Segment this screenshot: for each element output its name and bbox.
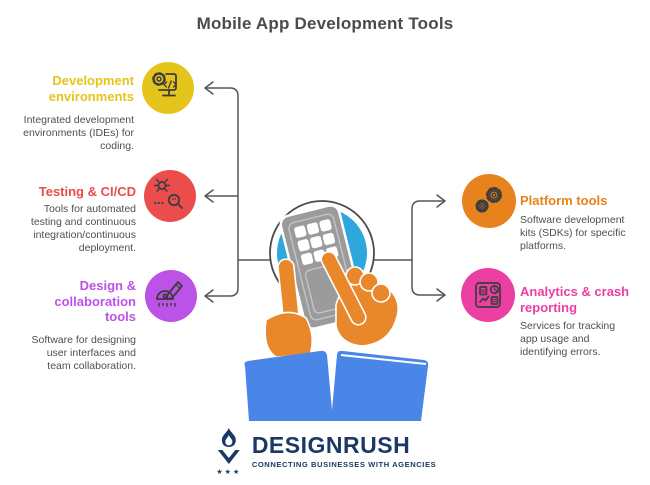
desc-development-environments: Integrated development environments (IDE… <box>23 114 134 152</box>
designrush-flame-icon: ★★★ <box>216 428 241 475</box>
connector-right-top <box>411 200 445 261</box>
gears-icon <box>475 187 502 213</box>
logo-tagline: CONNECTING BUSINESSES WITH AGENCIES <box>251 459 437 469</box>
arrowhead-right-bottom <box>436 288 446 302</box>
heading-testing-cicd: Testing & CI/CD <box>38 184 136 199</box>
connector-left-top <box>205 87 239 261</box>
phone-app-grid <box>294 219 339 266</box>
logo-name: DESIGNRUSH <box>251 431 411 458</box>
arrowhead-right-top <box>436 194 446 208</box>
connector-left-bottom <box>205 259 239 297</box>
badge-analytics-crash-reporting <box>461 268 515 322</box>
protractor-pencil-icon <box>156 281 183 307</box>
left-sleeve <box>244 350 333 421</box>
right-hand <box>320 251 400 347</box>
logo-text: DESIGNRUSH CONNECTING BUSINESSES WITH AG… <box>251 431 437 469</box>
hands-holding-phone-illustration <box>244 200 429 421</box>
heading-analytics-crash-reporting: Analytics & crash reporting <box>520 284 630 315</box>
heading-development-environments: Development environments <box>48 73 134 104</box>
monitor-code-icon <box>152 72 177 97</box>
designrush-logo: ★★★ DESIGNRUSH CONNECTING BUSINESSES WIT… <box>214 427 436 475</box>
heading-design-collaboration: Design & collaboration tools <box>54 278 136 324</box>
arrowhead-left-bottom <box>204 289 214 303</box>
analytics-dashboard-icon <box>475 282 501 308</box>
sleeves <box>244 350 429 421</box>
arrowhead-left-top <box>204 81 214 95</box>
badge-development-environments <box>142 62 194 114</box>
heading-platform-tools: Platform tools <box>520 193 608 208</box>
page-title: Mobile App Development Tools <box>196 14 454 33</box>
desc-platform-tools: Software development kits (SDKs) for spe… <box>520 214 626 252</box>
badge-design-collaboration <box>145 270 197 322</box>
desc-design-collaboration: Software for designing user interfaces a… <box>31 334 136 372</box>
connector-right-bottom <box>411 259 445 296</box>
badge-platform-tools <box>462 174 516 228</box>
bug-search-icon <box>153 178 183 209</box>
right-sleeve <box>331 350 429 421</box>
badge-testing-cicd <box>144 170 196 222</box>
desc-analytics-crash-reporting: Services for tracking app usage and iden… <box>520 320 616 358</box>
svg-text:★★★: ★★★ <box>216 468 241 475</box>
arrowhead-left-middle <box>204 189 214 203</box>
right-cuff-line <box>340 354 427 365</box>
left-hand <box>264 258 314 358</box>
desc-testing-cicd: Tools for automated testing and continuo… <box>30 203 136 254</box>
connector-lines <box>204 81 446 303</box>
